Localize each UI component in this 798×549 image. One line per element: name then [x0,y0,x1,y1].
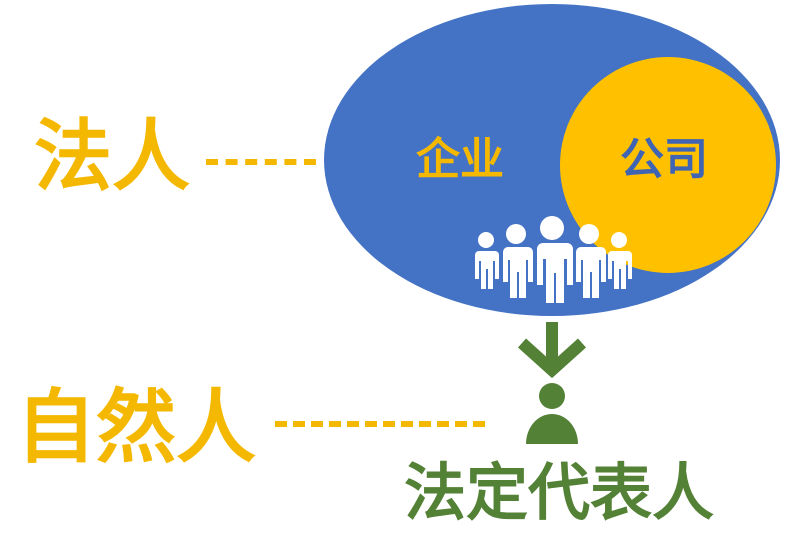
company-label: 公司 [620,134,708,185]
enterprise-label: 企业 [416,134,504,185]
legal-representative-label: 法定代表人 [404,456,715,529]
legal-person-connector [206,159,316,165]
person-icon [526,383,578,444]
arrow-down-icon [517,322,587,379]
company-circle [560,57,776,273]
natural-person-label: 自然人 [16,381,256,474]
natural-person-connector [275,421,485,427]
people-group-icon [475,216,632,303]
legal-person-label: 法人 [34,112,191,202]
